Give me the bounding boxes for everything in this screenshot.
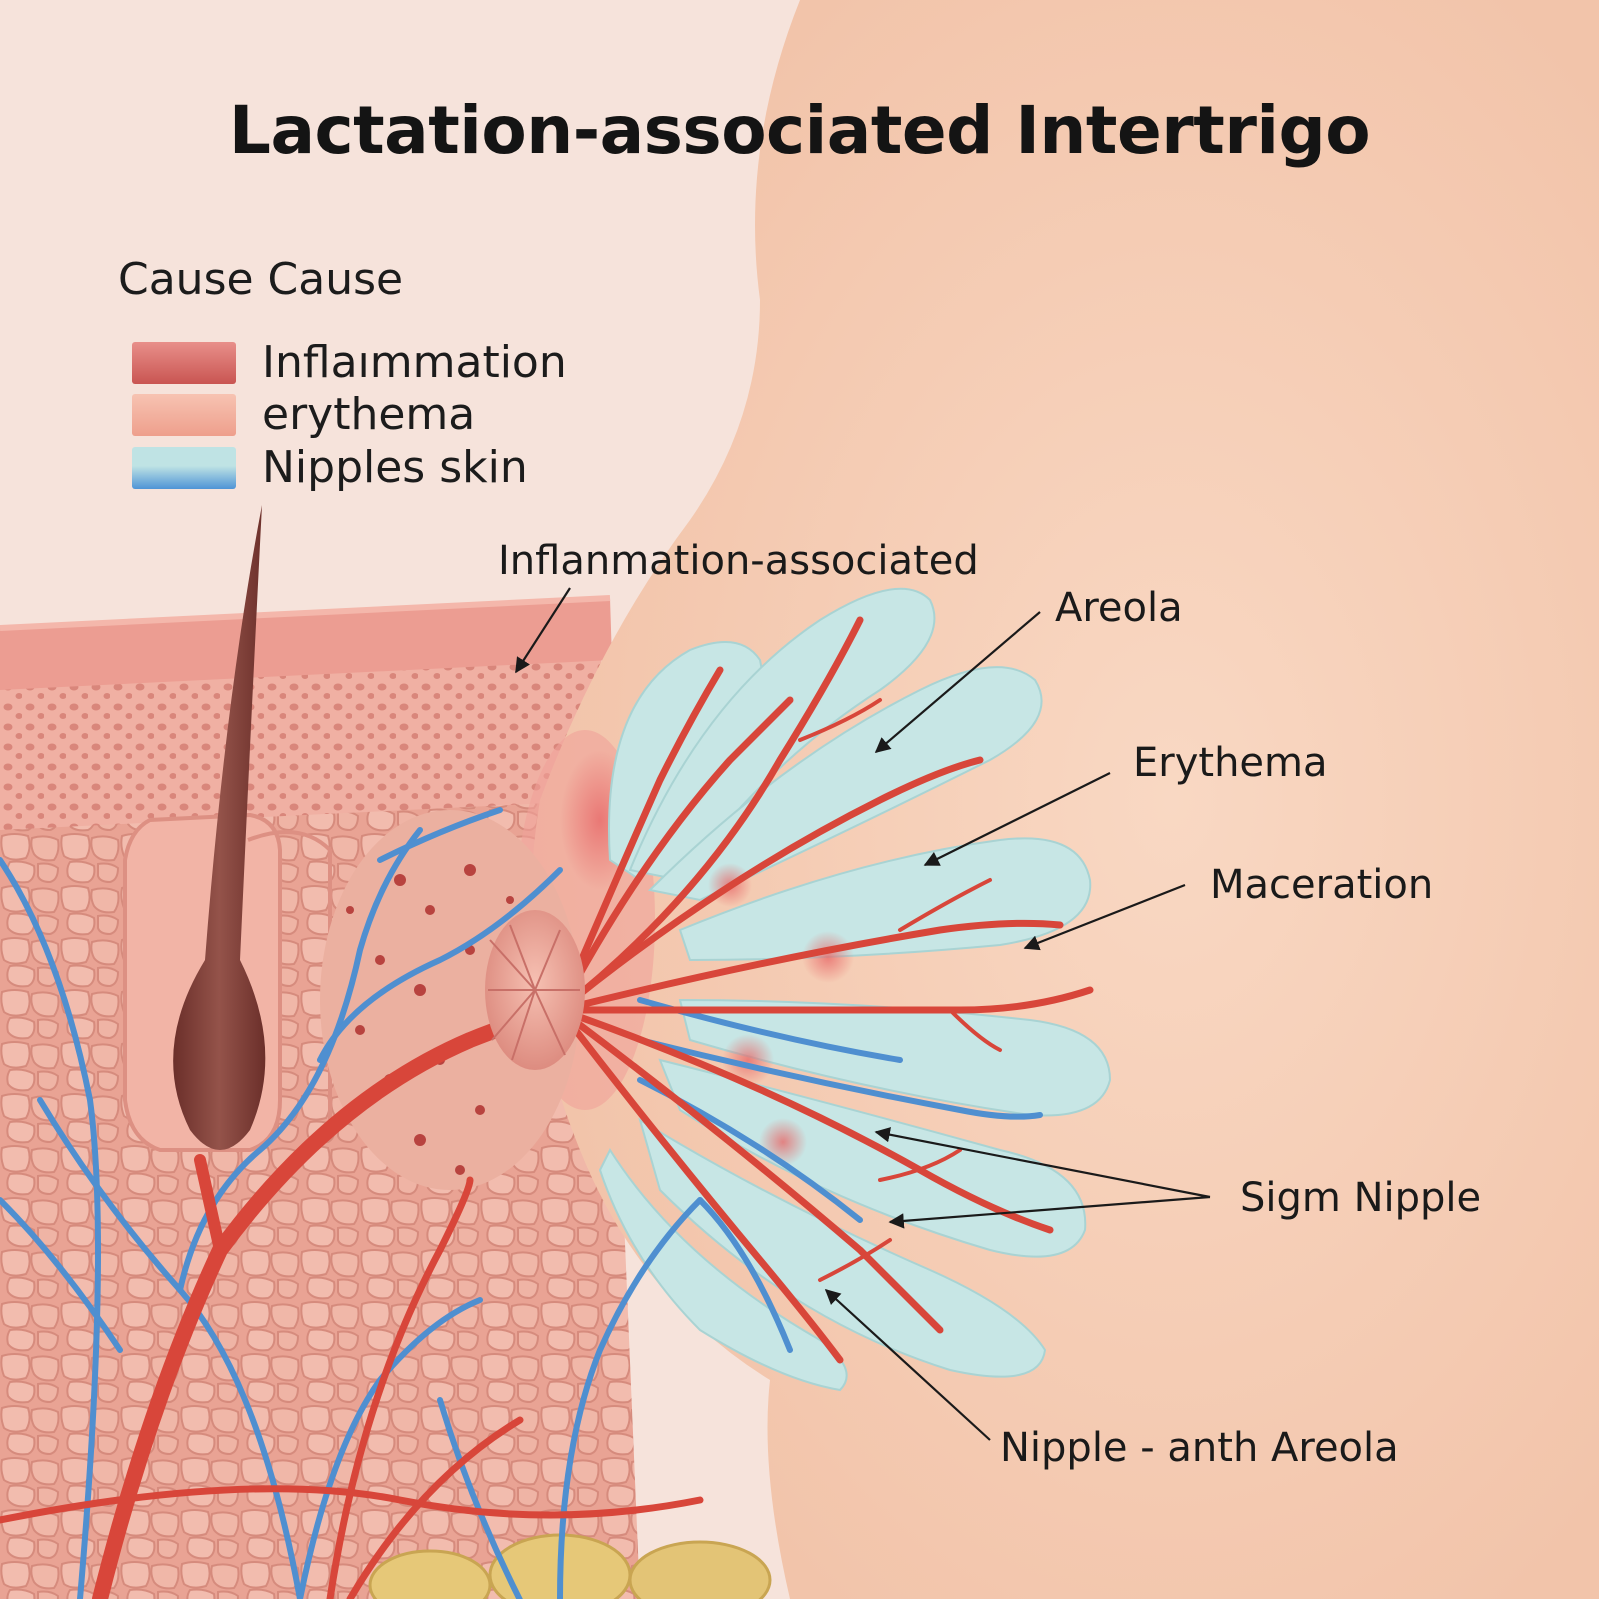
milk-ducts (598, 587, 1112, 1392)
arrow-inflammation (515, 587, 571, 674)
callout-areola: Areola (1055, 585, 1183, 631)
callout-nipple-and-areola: Nipple - anth Areola (1000, 1425, 1399, 1471)
arteries (0, 616, 1094, 1599)
arrow-nipple-areola (824, 1288, 991, 1441)
legend-item-erythema: erythema (132, 389, 475, 440)
legend-swatch-inflammation (132, 341, 236, 384)
legend-item-inflammation: Inflaımmation (132, 337, 567, 388)
arrow-areola (874, 611, 1041, 753)
hair-follicle (123, 505, 332, 1152)
legend-item-nipples-skin: Nipples skin (132, 442, 528, 493)
callout-sign-nipple: Sigm Nipple (1240, 1175, 1482, 1221)
arrow-sign-nipple-2 (888, 1195, 1211, 1229)
arrow-erythema (923, 772, 1111, 866)
arrow-sign-nipple-1 (874, 1127, 1211, 1199)
diagram-title: Lactation-associated Intertrigo (228, 92, 1371, 169)
callout-arrows (515, 587, 1211, 1441)
fat-layer (368, 1533, 772, 1599)
legend-label: erythema (262, 389, 476, 440)
callout-inflammation-associated: Inflanmation-associated (498, 538, 979, 584)
dermis-pores (0, 640, 610, 830)
nipple (485, 910, 585, 1070)
legend-heading: Cause Cause (118, 254, 404, 305)
legend-label: Nipples skin (262, 442, 528, 493)
legend-swatch-erythema (132, 393, 236, 436)
callout-erythema: Erythema (1133, 740, 1328, 786)
legend-label: Inflaımmation (262, 337, 567, 388)
arrow-maceration (1023, 883, 1186, 951)
hair-shaft (173, 505, 266, 1150)
legend-swatch-nipples-skin (132, 446, 236, 489)
callout-maceration: Maceration (1210, 862, 1434, 908)
